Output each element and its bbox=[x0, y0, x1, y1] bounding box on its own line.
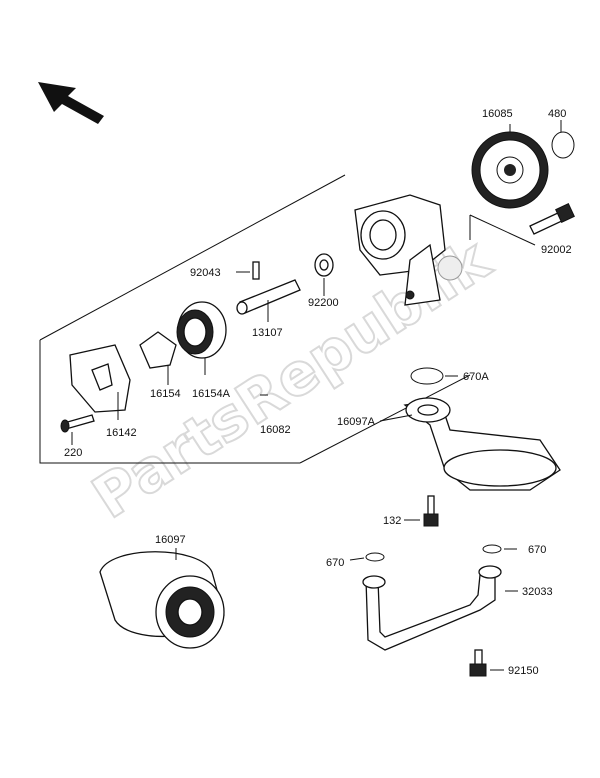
part-label-16154: 16154 bbox=[150, 388, 181, 400]
part-label-670-left: 670 bbox=[326, 557, 344, 569]
o-ring-670-left bbox=[349, 552, 385, 562]
bolt-92002 bbox=[529, 203, 575, 235]
pin-92043 bbox=[236, 261, 260, 280]
circlip-480 bbox=[551, 120, 575, 159]
o-ring-670-right bbox=[482, 544, 517, 554]
bolt-132 bbox=[404, 495, 439, 527]
part-label-132: 132 bbox=[383, 515, 401, 527]
part-label-16097a: 16097A bbox=[337, 416, 376, 428]
inner-rotor-16154 bbox=[139, 331, 177, 385]
screw-220 bbox=[60, 414, 95, 445]
part-label-16154a: 16154A bbox=[192, 388, 231, 400]
part-label-16142: 16142 bbox=[106, 427, 137, 439]
part-label-92200: 92200 bbox=[308, 297, 339, 309]
part-label-16097: 16097 bbox=[155, 534, 186, 546]
bolt-92150 bbox=[469, 649, 504, 677]
shaft-13107 bbox=[236, 279, 301, 322]
part-label-16082: 16082 bbox=[260, 424, 291, 436]
oil-strainer-16097a bbox=[379, 397, 561, 491]
oil-pipe-32033 bbox=[362, 565, 518, 651]
part-label-670a: 670A bbox=[463, 371, 489, 383]
part-label-13107: 13107 bbox=[252, 327, 283, 339]
oil-pump-body bbox=[354, 194, 463, 306]
pump-cover-16142 bbox=[69, 344, 131, 420]
part-label-16085: 16085 bbox=[482, 108, 513, 120]
outer-rotor-16154a bbox=[176, 301, 227, 375]
oil-filter-16097 bbox=[99, 548, 225, 649]
washer-92200 bbox=[314, 253, 334, 296]
part-label-670-right: 670 bbox=[528, 544, 546, 556]
part-label-32033: 32033 bbox=[522, 586, 553, 598]
o-ring-670a bbox=[410, 367, 458, 385]
part-label-92043: 92043 bbox=[190, 267, 221, 279]
part-label-220: 220 bbox=[64, 447, 82, 459]
part-label-92002: 92002 bbox=[541, 244, 572, 256]
assembly-frame bbox=[39, 174, 536, 464]
part-label-92150: 92150 bbox=[508, 665, 539, 677]
front-direction-arrow-icon bbox=[38, 82, 104, 124]
part-label-480: 480 bbox=[548, 108, 566, 120]
sprocket-16085 bbox=[471, 124, 549, 209]
